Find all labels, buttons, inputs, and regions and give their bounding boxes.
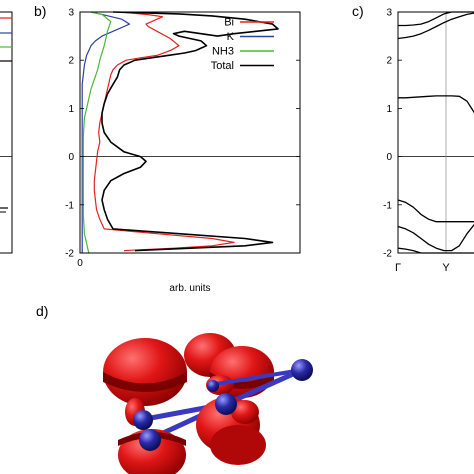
panel-c: c) 3 2 1 0 -1 -2Γ Y <box>352 3 474 274</box>
x-tick-label: Γ <box>395 262 401 274</box>
band-line <box>398 95 474 114</box>
panel-c-frame <box>397 11 474 254</box>
y-tick-label: -2 <box>65 249 74 260</box>
x-tick-label: Y <box>442 262 450 274</box>
series-line-total <box>101 11 279 252</box>
orbital-lobe <box>118 429 186 474</box>
legend-label-nh3: NH3 <box>212 46 234 58</box>
y-tick-label: -2 <box>383 249 392 260</box>
orbital-lobe <box>103 338 187 406</box>
atom <box>139 429 161 451</box>
y-tick-label: 1 <box>68 104 74 115</box>
band-line <box>398 11 474 27</box>
legend-label-total: Total <box>211 60 234 72</box>
bond <box>223 367 305 407</box>
series-line-k <box>81 11 131 253</box>
orbital-lobe <box>210 425 266 465</box>
y-tick-label: -1 <box>383 200 392 211</box>
panel-b-label: b) <box>34 3 46 19</box>
band-line <box>397 12 474 40</box>
structure-render <box>103 333 313 474</box>
legend-label-bi: Bi <box>224 17 234 29</box>
orbital-lobe-rim <box>103 372 187 392</box>
y-tick-label: 1 <box>386 104 392 115</box>
atom <box>215 393 237 415</box>
legend-label-k: K <box>227 31 235 43</box>
atom <box>133 410 153 430</box>
orbital-lobe-rim <box>118 432 186 446</box>
y-tick-label: 2 <box>68 56 74 67</box>
panel-a <box>0 11 13 254</box>
atom <box>207 380 219 392</box>
panel-d-label: d) <box>36 303 48 319</box>
y-tick-label: 3 <box>68 8 74 19</box>
y-tick-label: 0 <box>68 152 74 163</box>
y-tick-label: -1 <box>65 200 74 211</box>
panel-d: d) <box>36 303 313 474</box>
panel-a-frame <box>0 11 13 254</box>
orbital-lobe <box>231 400 259 424</box>
band-line <box>397 199 474 223</box>
atom <box>291 359 313 381</box>
x-axis-label: arb. units <box>169 283 210 294</box>
y-tick-label: 0 <box>386 152 392 163</box>
panel-b-frame <box>79 11 301 254</box>
band-line <box>397 247 474 254</box>
panel-a-plot <box>0 11 13 254</box>
x-tick-label: 0 <box>77 258 83 269</box>
panel-c-plot: 3 2 1 0 -1 -2Γ Y <box>383 8 474 274</box>
y-tick-label: 3 <box>386 8 392 19</box>
series-line-bi <box>93 11 235 252</box>
band-line <box>397 223 474 252</box>
y-tick-label: 2 <box>386 56 392 67</box>
panel-c-label: c) <box>352 3 364 19</box>
bond <box>208 368 304 387</box>
series-line-nh3 <box>82 11 112 254</box>
